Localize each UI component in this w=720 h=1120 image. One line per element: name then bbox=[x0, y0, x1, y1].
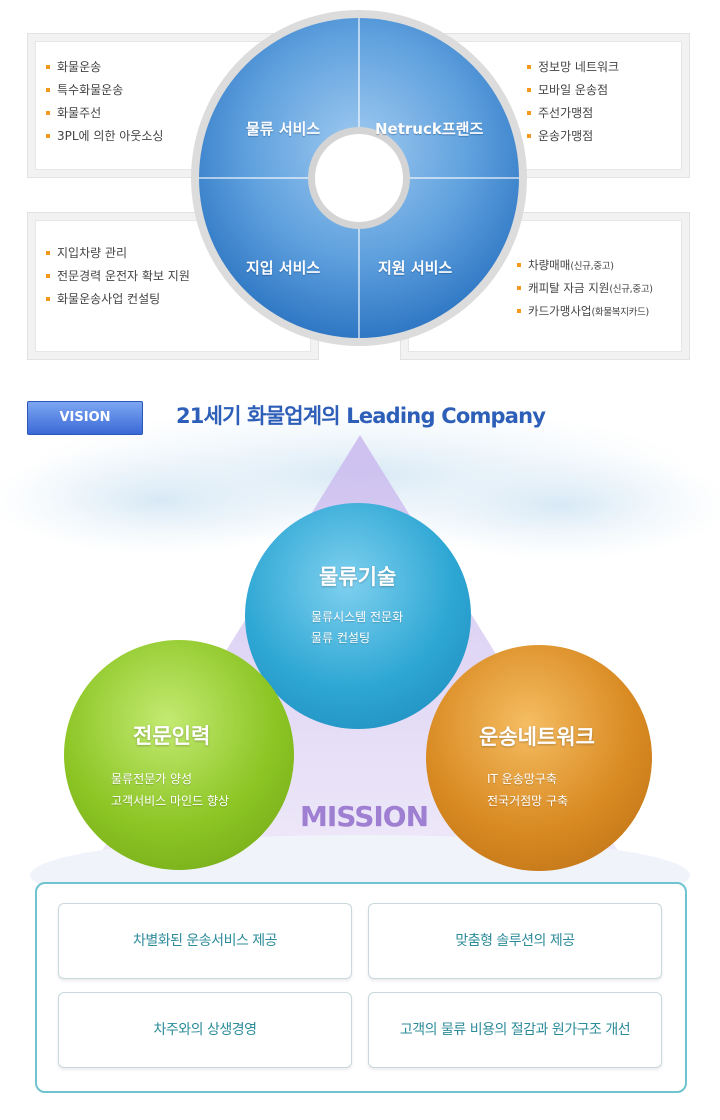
goal-tile: 고객의 물류 비용의 절감과 원가구조 개선 bbox=[368, 992, 662, 1068]
service-list-top-right: 정보망 네트워크 모바일 운송점 주선가맹점 운송가맹점 bbox=[527, 56, 619, 148]
quadrant-label-netruck: Netruck프랜즈 bbox=[375, 120, 484, 138]
list-item: 주선가맹점 bbox=[527, 102, 619, 125]
list-item: 정보망 네트워크 bbox=[527, 56, 619, 79]
mission-label: MISSION bbox=[300, 800, 429, 833]
list-item-note: (신규,중고) bbox=[609, 284, 653, 295]
circle-transport-network: 운송네트워크 IT 운송망구축 전국거점망 구축 bbox=[426, 645, 652, 871]
list-item: 화물운송 bbox=[46, 56, 163, 79]
cloud-shape bbox=[0, 445, 330, 555]
list-item: 지입차량 관리 bbox=[46, 242, 190, 265]
circle-line: 전국거점망 구축 bbox=[487, 794, 569, 808]
circle-title: 운송네트워크 bbox=[479, 725, 595, 749]
vision-title: 21세기 화물업계의 Leading Company bbox=[176, 404, 546, 428]
wheel-hub bbox=[315, 134, 403, 222]
list-item: 카드가맹사업(화물복지카드) bbox=[517, 300, 653, 323]
list-item: 모바일 운송점 bbox=[527, 79, 619, 102]
goal-tile: 차별화된 운송서비스 제공 bbox=[58, 903, 352, 979]
list-item: 캐피탈 자금 지원(신규,중고) bbox=[517, 277, 653, 300]
service-wheel bbox=[191, 10, 527, 346]
circle-line: IT 운송망구축 bbox=[487, 772, 557, 786]
circle-line: 물류시스템 전문화 bbox=[311, 610, 404, 624]
service-list-bottom-right: 차량매매(신규,중고) 캐피탈 자금 지원(신규,중고) 카드가맹사업(화물복지… bbox=[517, 254, 653, 323]
list-item: 운송가맹점 bbox=[527, 125, 619, 148]
circle-line: 물류전문가 양성 bbox=[111, 772, 193, 786]
cloud-shape bbox=[390, 450, 720, 560]
service-list-bottom-left: 지입차량 관리 전문경력 운전자 확보 지원 화물운송사업 컨설팅 bbox=[46, 242, 190, 311]
quadrant-label-logistics: 물류 서비스 bbox=[246, 120, 321, 138]
list-item: 3PL에 의한 아웃소싱 bbox=[46, 125, 163, 148]
list-item-note: (화물복지카드) bbox=[591, 307, 649, 318]
circle-professionals: 전문인력 물류전문가 양성 고객서비스 마인드 향상 bbox=[64, 640, 294, 870]
list-item-note: (신규,중고) bbox=[570, 261, 614, 272]
service-list-top-left: 화물운송 특수화물운송 화물주선 3PL에 의한 아웃소싱 bbox=[46, 56, 163, 148]
circle-line: 고객서비스 마인드 향상 bbox=[111, 794, 230, 808]
circle-line: 물류 컨설팅 bbox=[311, 631, 371, 645]
list-item: 화물운송사업 컨설팅 bbox=[46, 288, 190, 311]
list-item: 화물주선 bbox=[46, 102, 163, 125]
circle-title: 물류기술 bbox=[319, 565, 397, 589]
quadrant-label-jiip: 지입 서비스 bbox=[246, 259, 321, 277]
goal-tile: 차주와의 상생경영 bbox=[58, 992, 352, 1068]
list-item: 전문경력 운전자 확보 지원 bbox=[46, 265, 190, 288]
vision-badge: VISION bbox=[27, 401, 143, 435]
list-item: 차량매매(신규,중고) bbox=[517, 254, 653, 277]
quadrant-label-support: 지원 서비스 bbox=[378, 259, 453, 277]
goal-tile: 맞춤형 솔루션의 제공 bbox=[368, 903, 662, 979]
circle-logistics-tech: 물류기술 물류시스템 전문화 물류 컨설팅 bbox=[245, 503, 471, 729]
circle-title: 전문인력 bbox=[133, 724, 211, 748]
list-item: 특수화물운송 bbox=[46, 79, 163, 102]
